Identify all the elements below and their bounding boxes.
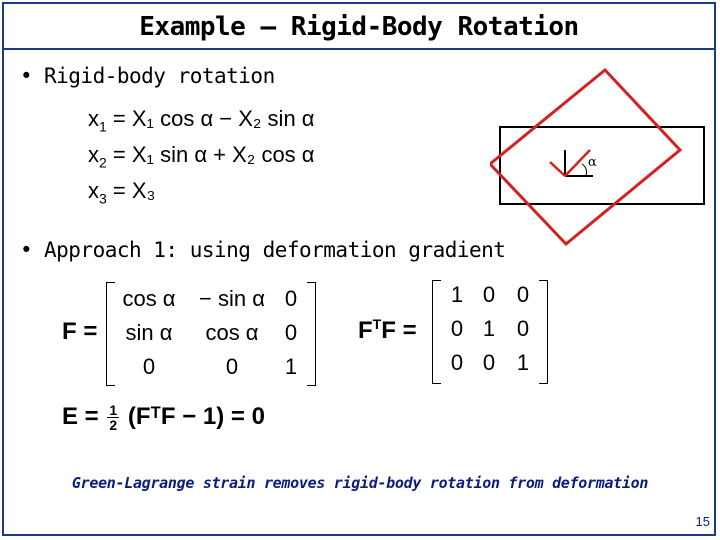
rotated-rectangle <box>490 67 683 247</box>
FTF-matrix: 1 0 0 0 1 0 0 0 1 <box>432 280 548 384</box>
matrix-cell: 0 <box>142 354 156 379</box>
equation-x3: x3 = X₃ <box>88 178 156 207</box>
matrix-cell: 0 <box>516 282 530 307</box>
bullet-dot: • <box>20 64 33 88</box>
matrix-cell: 1 <box>450 282 464 307</box>
matrix-cell: cos α <box>205 320 259 345</box>
matrix-cell: 0 <box>284 286 298 311</box>
matrix-cell: 0 <box>482 350 496 375</box>
angle-label: α <box>588 155 597 170</box>
title-bar: Example – Rigid-Body Rotation <box>4 4 714 50</box>
matrix-cell: 0 <box>516 316 530 341</box>
left-bracket <box>106 282 115 386</box>
matrix-cell: 0 <box>450 350 464 375</box>
matrix-cell: cos α <box>122 286 176 311</box>
matrix-cell: 0 <box>284 320 298 345</box>
bullet-text: Approach 1: using deformation gradient <box>44 238 506 262</box>
bullet-dot: • <box>20 238 33 262</box>
FTF-label: FTF = <box>358 316 417 344</box>
rotated-axis-1 <box>549 161 566 177</box>
matrix-cell: 1 <box>516 350 530 375</box>
matrix-cell: 1 <box>284 354 298 379</box>
F-label: F = <box>62 318 98 345</box>
reference-rectangle <box>499 126 705 205</box>
right-bracket <box>539 280 548 384</box>
left-bracket <box>432 280 441 384</box>
matrix-cell: 0 <box>450 316 464 341</box>
rotated-axis-2 <box>564 149 591 177</box>
angle-arc <box>581 163 587 177</box>
equation-x2: x2 = X₁ sin α + X₂ cos α <box>88 142 315 171</box>
bullet-text: Rigid-body rotation <box>44 64 275 88</box>
equation-x1: x1 = X₁ cos α − X₂ sin α <box>88 106 315 135</box>
F-matrix: cos α − sin α 0 sin α cos α 0 0 0 1 <box>106 282 316 386</box>
matrix-cell: − sin α <box>199 286 265 311</box>
matrix-cell: sin α <box>125 320 173 345</box>
matrix-cell: 0 <box>225 354 239 379</box>
rotation-diagram: α <box>490 67 705 247</box>
page-number: 15 <box>695 514 710 529</box>
matrix-cell: 1 <box>482 316 496 341</box>
matrix-cell: 0 <box>482 282 496 307</box>
bullet-rigid-body: • Rigid-body rotation <box>20 64 275 88</box>
green-lagrange-note: Green-Lagrange strain removes rigid-body… <box>71 474 649 492</box>
right-bracket <box>307 282 316 386</box>
slide-title: Example – Rigid-Body Rotation <box>139 12 579 42</box>
bullet-approach: • Approach 1: using deformation gradient <box>20 238 506 262</box>
